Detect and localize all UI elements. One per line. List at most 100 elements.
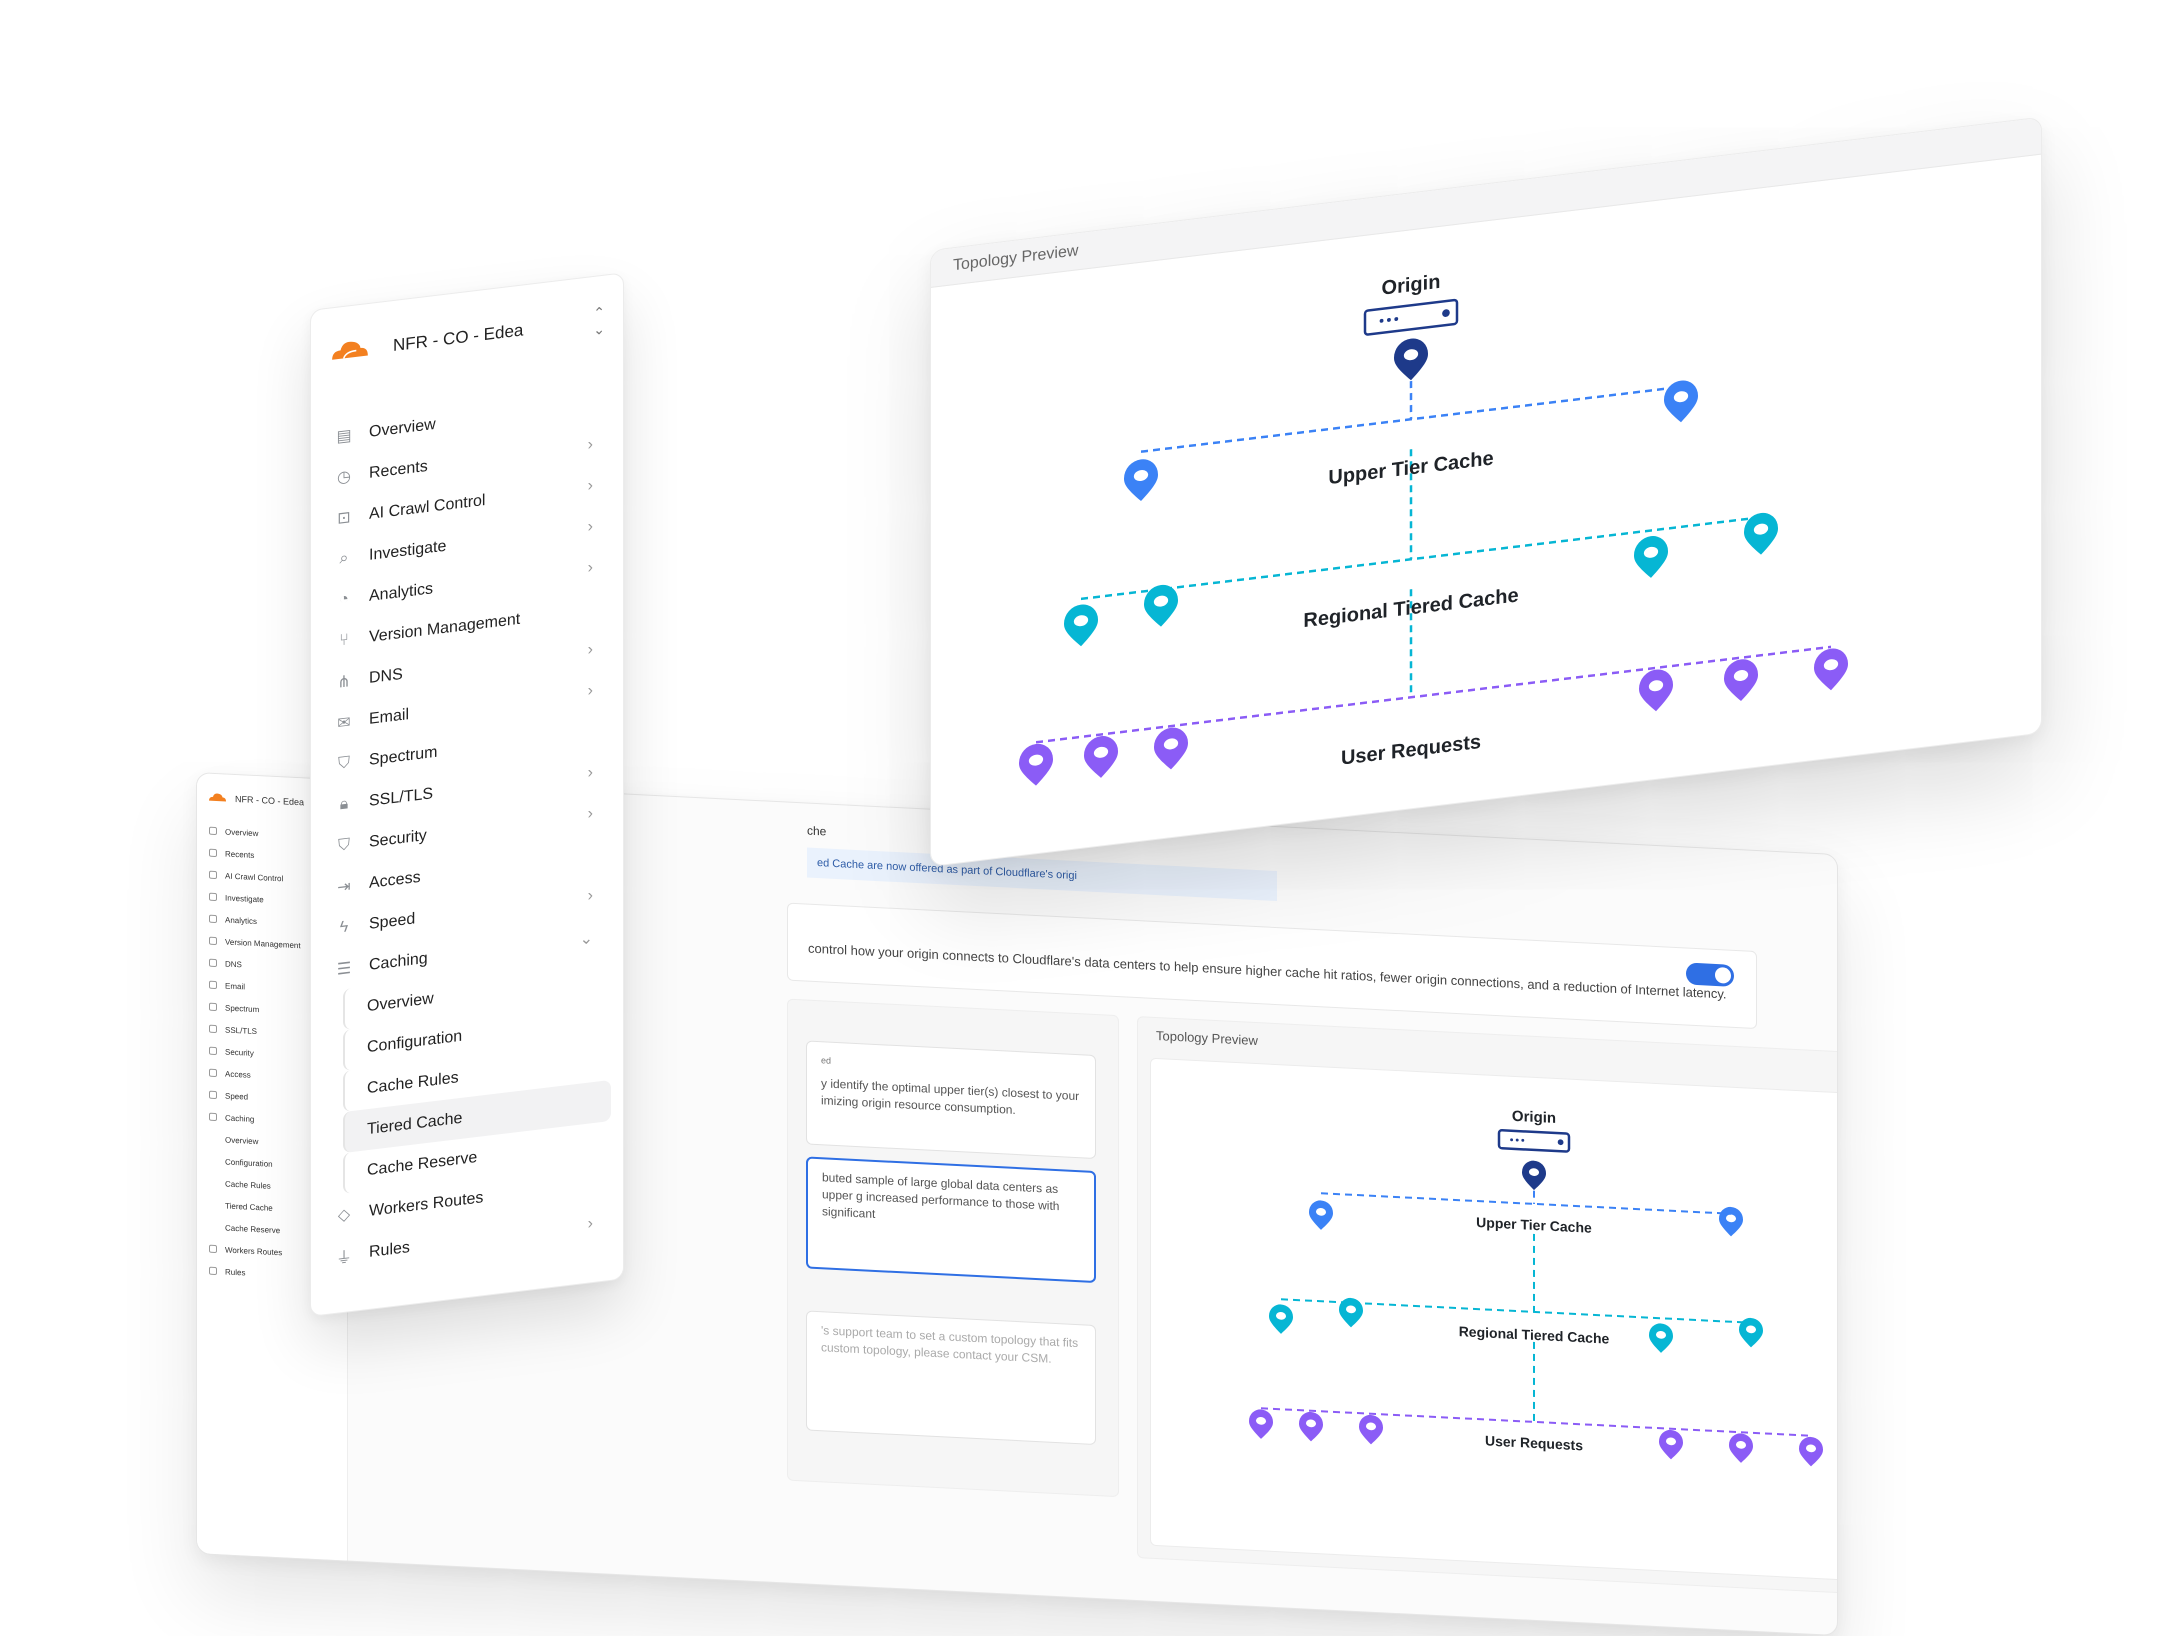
mini-sidebar-label: DNS bbox=[225, 958, 242, 969]
mini-brand: NFR - CO - Edea bbox=[197, 773, 347, 827]
mini-sidebar-label: Version Management bbox=[225, 936, 301, 950]
user-pin-icon bbox=[1019, 743, 1053, 786]
preview-title: Topology Preview bbox=[1156, 1028, 1258, 1049]
user-pin-icon bbox=[1249, 1409, 1273, 1439]
shield-icon: ⛉ bbox=[337, 753, 350, 773]
user-pin-icon bbox=[1729, 1433, 1753, 1463]
lock-icon bbox=[209, 1024, 217, 1034]
sidebar-item-label: AI Crawl Control bbox=[369, 491, 486, 523]
main-content: che ed Cache are now offered as part of … bbox=[347, 781, 1838, 1636]
origin-label: Origin bbox=[1512, 1108, 1556, 1127]
user-pin-icon bbox=[1299, 1411, 1323, 1442]
user-pin-icon bbox=[1659, 1429, 1683, 1460]
connector-line bbox=[1281, 1298, 1751, 1324]
sidebar-item-label: Spectrum bbox=[369, 743, 438, 769]
upper-pin-icon bbox=[1664, 380, 1698, 423]
upper-pin-icon bbox=[1719, 1206, 1743, 1237]
chevron-right-icon: › bbox=[587, 518, 593, 536]
connector-line bbox=[1036, 645, 1831, 744]
topology-diagram: Origin Upper Tier Cache Regional Tiered … bbox=[1019, 271, 1848, 786]
user-pin-icon bbox=[1084, 736, 1118, 778]
mini-sidebar-label: Email bbox=[225, 980, 246, 991]
chevron-right-icon: › bbox=[587, 559, 593, 577]
account-name: NFR - CO - Edea bbox=[393, 320, 524, 356]
origin-pin-icon bbox=[1394, 338, 1428, 381]
account-switcher-icon[interactable]: ⌃⌄ bbox=[593, 303, 605, 339]
chevron-right-icon: › bbox=[587, 1215, 593, 1233]
cloudflare-logo-icon bbox=[207, 792, 227, 805]
sidebar-item-label: Analytics bbox=[369, 579, 434, 605]
mini-sidebar-label: Investigate bbox=[225, 892, 264, 904]
regional-tier-label: Regional Tiered Cache bbox=[1459, 1323, 1610, 1347]
sidebar-item-label: Investigate bbox=[369, 537, 447, 564]
connector-line bbox=[1261, 1407, 1811, 1437]
topology-option-generic[interactable]: buted sample of large global data center… bbox=[806, 1156, 1096, 1283]
tiered-cache-toggle[interactable] bbox=[1686, 962, 1734, 987]
sidebar-item-label: Security bbox=[369, 826, 427, 851]
robot-icon bbox=[209, 870, 217, 880]
option-text: y identify the optimal upper tier(s) clo… bbox=[821, 1076, 1080, 1117]
mini-sidebar-label: Rules bbox=[225, 1266, 246, 1277]
upper-pin-icon bbox=[1309, 1200, 1333, 1230]
regional-pin-icon bbox=[1144, 584, 1178, 627]
regional-pin-icon bbox=[1739, 1317, 1763, 1348]
mini-sidebar-label: Recents bbox=[225, 848, 255, 860]
bolt-icon bbox=[209, 1090, 217, 1100]
tiered-cache-description: control how your origin connects to Clou… bbox=[808, 940, 1727, 1002]
mini-sidebar-label: Speed bbox=[225, 1090, 249, 1102]
sidebar-item-label: DNS bbox=[369, 665, 403, 687]
topology-option-custom[interactable]: 's support team to set a custom topology… bbox=[806, 1310, 1096, 1445]
envelope-icon: ✉ bbox=[337, 713, 351, 733]
chevron-down-icon: ⌄ bbox=[579, 930, 593, 949]
topology-option-smart[interactable]: ed y identify the optimal upper tier(s) … bbox=[806, 1040, 1096, 1159]
document-icon bbox=[209, 826, 217, 836]
mini-sidebar-label: SSL/TLS bbox=[225, 1024, 258, 1036]
sidebar-item-label: Overview bbox=[369, 415, 436, 441]
server-icon bbox=[1363, 298, 1459, 336]
preview-canvas: Origin Upper Tier Cache Regional Tiered … bbox=[1150, 1057, 1838, 1584]
sidebar-item-label: Caching bbox=[369, 949, 428, 974]
window-title: Topology Preview bbox=[953, 242, 1079, 275]
option-text: 's support team to set a custom topology… bbox=[821, 1323, 1079, 1366]
sidebar-item-label: Email bbox=[369, 705, 410, 728]
mini-sidebar-label: Access bbox=[225, 1068, 251, 1080]
branch-icon bbox=[209, 936, 217, 946]
page-heading: che bbox=[807, 823, 827, 839]
chevron-right-icon: › bbox=[587, 805, 593, 823]
database-icon: ☰ bbox=[336, 959, 352, 979]
topology-diagram-small: Origin Upper Tier Cache Regional Tiered … bbox=[1249, 1108, 1823, 1467]
chevron-right-icon: › bbox=[587, 764, 593, 782]
diamond-icon bbox=[209, 1244, 217, 1254]
mini-sidebar-label: Cache Reserve bbox=[225, 1222, 281, 1235]
sidebar-item-label: Cache Rules bbox=[367, 1068, 459, 1097]
connector-line bbox=[1081, 516, 1761, 601]
mini-sidebar-label: Configuration bbox=[225, 1156, 273, 1169]
mini-sidebar-label: Tiered Cache bbox=[225, 1200, 273, 1213]
user-requests-label: User Requests bbox=[1341, 731, 1481, 770]
chevron-right-icon: › bbox=[587, 682, 593, 700]
network-icon bbox=[209, 958, 217, 968]
user-pin-icon bbox=[1814, 648, 1848, 691]
regional-pin-icon bbox=[1064, 604, 1098, 647]
funnel-icon bbox=[209, 1266, 217, 1276]
origin-label: Origin bbox=[1382, 271, 1441, 300]
sidebar-item-label: Access bbox=[369, 868, 421, 892]
mini-sidebar-label: Overview bbox=[225, 1134, 259, 1146]
info-banner: ed Cache are now offered as part of Clou… bbox=[807, 847, 1277, 902]
envelope-icon bbox=[209, 980, 217, 990]
clock-icon: ◷ bbox=[337, 467, 351, 487]
mini-account-name: NFR - CO - Edea bbox=[235, 793, 305, 808]
pie-chart-icon: ◔ bbox=[339, 589, 349, 609]
origin-pin-icon bbox=[1522, 1160, 1546, 1191]
option-text: buted sample of large global data center… bbox=[822, 1170, 1060, 1221]
user-pin-icon bbox=[1154, 727, 1188, 770]
bolt-icon: ϟ bbox=[339, 917, 349, 936]
search-document-icon bbox=[209, 892, 217, 902]
mini-sidebar-label: Workers Routes bbox=[225, 1244, 283, 1257]
mini-sidebar-label: Analytics bbox=[225, 914, 258, 926]
chevron-right-icon: › bbox=[587, 477, 593, 495]
upper-pin-icon bbox=[1124, 459, 1158, 502]
funnel-icon: ⏚ bbox=[335, 1248, 352, 1268]
